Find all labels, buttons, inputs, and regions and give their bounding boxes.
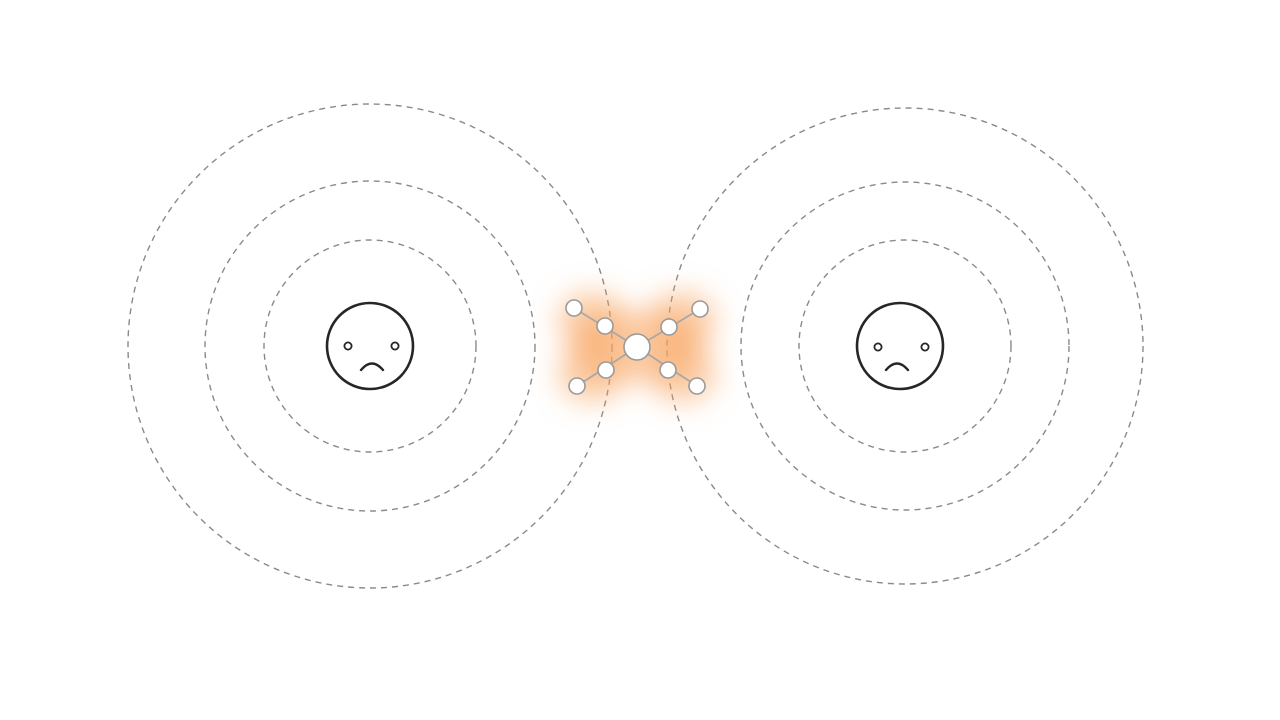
left-face-eye-left xyxy=(343,341,353,351)
right-ring-outer xyxy=(666,107,1144,585)
sad-face-icon xyxy=(325,301,415,391)
left-face-eye-right xyxy=(390,341,400,351)
left-face-mouth xyxy=(359,362,385,372)
sad-face-icon xyxy=(855,301,945,391)
right-ring-middle xyxy=(740,181,1070,511)
molecule-node xyxy=(659,361,677,379)
right-face-eye-right xyxy=(920,342,930,352)
right-face-eye-left xyxy=(873,342,883,352)
molecule-node xyxy=(597,361,615,379)
molecule-center-node xyxy=(623,333,651,361)
molecule-node xyxy=(565,299,583,317)
right-person-group xyxy=(666,107,1144,585)
left-person-group xyxy=(127,103,613,589)
right-face-head xyxy=(855,301,945,391)
molecule-node xyxy=(691,300,709,318)
molecule-node xyxy=(688,377,706,395)
left-ring-middle xyxy=(204,180,536,512)
left-ring-inner xyxy=(263,239,477,453)
molecule-icon xyxy=(558,292,716,402)
left-face-head xyxy=(325,301,415,391)
right-face-mouth xyxy=(884,362,910,372)
molecule-node xyxy=(568,377,586,395)
molecule-node xyxy=(660,318,678,336)
molecule-node xyxy=(596,317,614,335)
right-ring-inner xyxy=(798,239,1012,453)
